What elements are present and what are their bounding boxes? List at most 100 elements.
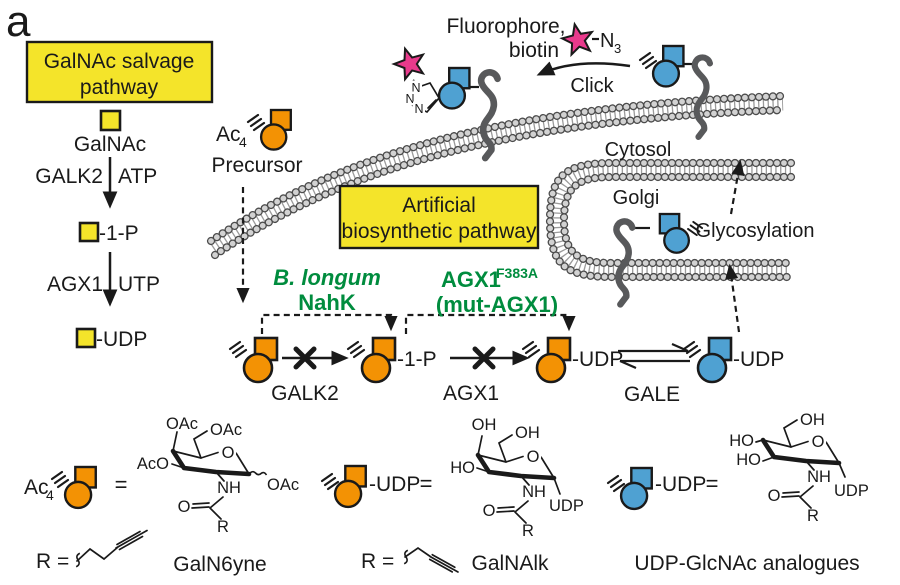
ac-label: Ac: [216, 123, 241, 146]
triazole-n1: N: [411, 81, 420, 95]
click-arrow: [536, 61, 631, 76]
click-label: Click: [570, 75, 614, 97]
alkyne-icon: [320, 472, 340, 491]
r-group-galnalk: R = GalNAlk: [361, 546, 549, 575]
s3-ring-o: O: [812, 433, 825, 451]
azide-n-label: N: [600, 30, 614, 52]
pathway-udp-blue-label: -UDP: [733, 348, 784, 371]
equals-sign: =: [706, 471, 719, 496]
legend-ac-subscript: 4: [46, 487, 54, 503]
alkyne-icon: [246, 113, 266, 132]
legend-ac4-sugar: Ac 4 =: [24, 465, 128, 510]
s1-nh: NH: [217, 479, 241, 497]
blue-sugar-icon: [651, 44, 685, 88]
surface-glycoprotein-center: [469, 72, 498, 158]
udp-sugar-to-golgi-dashed-arrow: [725, 263, 741, 333]
s3-nh: NH: [807, 468, 831, 486]
galnac-1p-label: -1-P: [99, 222, 139, 245]
legend-ac-label: Ac: [24, 476, 49, 499]
golgi-label: Golgi: [613, 187, 660, 209]
fluorophore-label: Fluorophore,: [446, 15, 565, 38]
s2-ring-o: O: [527, 448, 540, 466]
s3-udp: UDP: [834, 482, 869, 500]
ac4-precursor: Ac 4 Precursor: [211, 108, 303, 177]
pathway-agx1-label: AGX1: [443, 382, 499, 405]
artificial-pathway-box: Artificial biosynthetic pathway: [338, 184, 540, 250]
panel-label: a: [6, 0, 31, 46]
triazole-n3: N: [414, 102, 423, 116]
golgi-glycoprotein: [616, 221, 650, 304]
golgi-membrane: [545, 158, 796, 282]
plasma-membrane: [206, 91, 788, 260]
gale-equilibrium-arrows: [618, 342, 690, 370]
nahk-label: NahK: [298, 290, 356, 315]
alkyne-icon: [638, 51, 658, 70]
clicked-star-icon: [389, 43, 430, 82]
nahk-bypass-dashed-arrow: [260, 313, 398, 334]
blue-sugar-icon: [619, 466, 653, 511]
clicked-product: N N N: [389, 43, 471, 119]
atp-label: ATP: [118, 165, 157, 188]
s3-ho-c3: HO: [736, 451, 761, 469]
galn6yne-name: GalN6yne: [173, 553, 266, 576]
alkyne-icon: [606, 474, 626, 493]
agx1-x-mark: [472, 346, 496, 370]
pathway-1p-label: -1-P: [397, 348, 437, 371]
b-longum-label: B. longum: [273, 265, 381, 290]
s2-udp: UDP: [549, 497, 584, 515]
s2-ho-c3: HO: [450, 459, 475, 477]
udp-galnac-label: -UDP: [96, 328, 147, 351]
triazole-ring-icon: [411, 81, 441, 114]
equals-sign: =: [115, 472, 128, 497]
s1-ring-o: O: [222, 444, 235, 462]
s3-r: R: [807, 507, 819, 525]
triazole-n2: N: [405, 92, 414, 106]
blue-sugar-icon: [658, 212, 691, 254]
udp-galnac-square-icon: [75, 327, 97, 349]
blue-sugar-icon: [696, 336, 733, 384]
mut-agx1-name: AGX1: [441, 267, 501, 292]
r2-label: R =: [361, 550, 394, 573]
structure-galnalk: OH OH HO O NH UDP O R: [450, 416, 584, 540]
s2-oh-c6: OH: [515, 424, 540, 442]
structure-udp-glcnac: OH HO HO O NH UDP O R: [729, 411, 869, 525]
pathway-udp-orange-label: -UDP: [572, 348, 623, 371]
equals-sign: =: [420, 471, 433, 496]
utp-label: UTP: [118, 273, 160, 296]
agx1-label: AGX1: [47, 273, 103, 296]
orange-sugar-icon: [259, 108, 292, 151]
s1-oac-c6: OAc: [210, 421, 242, 439]
udp-glcnac-analogues-name: UDP-GlcNAc analogues: [634, 552, 859, 575]
s2-r: R: [522, 522, 534, 540]
artificial-box-line1: Artificial: [402, 194, 476, 217]
legend-udp-blue-label: -UDP: [655, 473, 706, 496]
orange-sugar-icon: [360, 336, 397, 384]
artificial-box-line2: biosynthetic pathway: [342, 220, 537, 243]
legend-udp-blue-sugar: -UDP =: [606, 466, 719, 511]
galnalk-name: GalNAlk: [471, 552, 549, 575]
s2-nh: NH: [522, 483, 546, 501]
galnac-square-icon: [99, 109, 122, 132]
galnac-1p-square-icon: [78, 221, 100, 243]
orange-sugar-icon: [242, 336, 279, 384]
surface-sugar-right: [638, 44, 685, 88]
mut-agx1-superscript: F383A: [496, 265, 538, 281]
galk2-label: GALK2: [35, 165, 103, 188]
alkyne-chain-icon: [404, 546, 459, 573]
orange-sugar-icon: [535, 336, 572, 384]
blue-sugar-icon: [437, 66, 471, 110]
s1-oac-c1: OAc: [267, 476, 299, 494]
structure-galn6yne: OAc OAc AcO O NH OAc O R: [137, 415, 299, 536]
salvage-box-line1: GalNAc salvage: [44, 50, 195, 73]
s1-carbonyl-o: O: [178, 498, 191, 516]
r-group-galn6yne: R = GalN6yne: [36, 529, 267, 576]
orange-sugar-icon: [333, 464, 367, 509]
alkyne-icon: [50, 470, 70, 489]
galk2-x-mark: [293, 346, 317, 370]
mut-agx1-bypass-dashed-arrow: [404, 313, 576, 334]
salvage-box-line2: pathway: [80, 76, 159, 99]
alkyne-icon: [346, 340, 366, 359]
orange-sugar-icon: [63, 465, 97, 510]
s3-carbonyl-o: O: [768, 487, 781, 505]
